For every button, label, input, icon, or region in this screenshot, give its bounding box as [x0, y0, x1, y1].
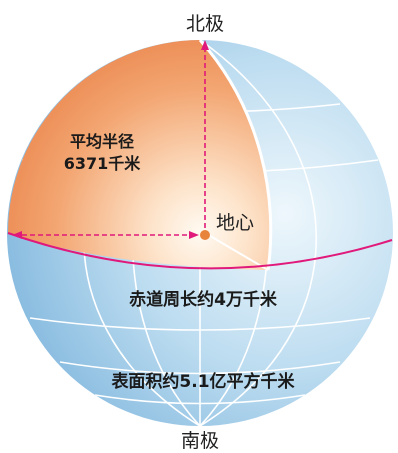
arrow-head-left	[12, 231, 22, 239]
arrow-head-right	[189, 231, 199, 239]
north-pole-label: 北极	[186, 13, 224, 35]
center-dot	[200, 230, 210, 240]
radius-arrows	[12, 40, 209, 239]
latitude-line	[29, 317, 371, 331]
radius-label-line1: 平均半径	[70, 132, 134, 151]
center-label: 地心	[216, 212, 254, 234]
south-pole-label: 南极	[181, 430, 219, 452]
equator-line	[7, 232, 393, 270]
radius-label-line2: 6371千米	[64, 154, 142, 173]
latitude-line	[59, 361, 341, 375]
cutaway-inner-edge	[204, 232, 269, 271]
equator-label: 赤道周长约4万千米	[129, 289, 278, 310]
surface-area-label: 表面积约5.1亿平方千米	[111, 371, 295, 392]
meridian-line	[199, 40, 318, 426]
cutaway-edge	[198, 39, 273, 271]
arrow-head-up	[201, 40, 209, 50]
latitude-line	[94, 394, 306, 405]
